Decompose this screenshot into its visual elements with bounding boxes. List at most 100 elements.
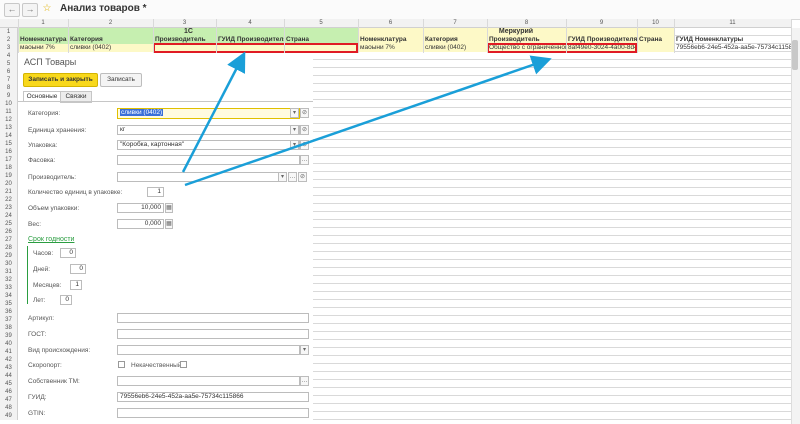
column-title[interactable]: ГУИД Производителя bbox=[568, 36, 637, 43]
volume-field[interactable]: 10,000 bbox=[117, 203, 164, 213]
unit-field[interactable]: кг bbox=[117, 125, 300, 135]
years-field[interactable]: 0 bbox=[60, 295, 72, 305]
row-header[interactable]: 28 bbox=[0, 244, 18, 252]
column-title[interactable]: Производитель bbox=[155, 36, 206, 43]
row-header[interactable]: 32 bbox=[0, 276, 18, 284]
qty-field[interactable]: 1 bbox=[147, 187, 164, 197]
row-header[interactable]: 42 bbox=[0, 356, 18, 364]
row-header[interactable]: 24 bbox=[0, 212, 18, 220]
column-title[interactable]: ГУИД Производителя bbox=[218, 36, 284, 43]
column-header[interactable]: 8 bbox=[487, 19, 566, 28]
scrollbar-thumb[interactable] bbox=[792, 40, 798, 70]
row-header[interactable]: 47 bbox=[0, 396, 18, 404]
producer-open-icon[interactable]: ⊘ bbox=[298, 172, 307, 182]
article-field[interactable] bbox=[117, 313, 309, 323]
guid-field[interactable]: 79556eb6-24e5-452a-aa5e-75734c115866 bbox=[117, 392, 309, 402]
row-header[interactable]: 30 bbox=[0, 260, 18, 268]
row-header[interactable]: 43 bbox=[0, 364, 18, 372]
row-header[interactable]: 3 bbox=[0, 44, 18, 52]
row-header[interactable]: 46 bbox=[0, 388, 18, 396]
data-cell[interactable]: маоыни 7% bbox=[360, 44, 395, 51]
gost-field[interactable] bbox=[117, 329, 309, 339]
column-title[interactable]: Номенклатура bbox=[360, 36, 407, 43]
row-header[interactable]: 2 bbox=[0, 36, 18, 44]
column-header[interactable]: 10 bbox=[637, 19, 674, 28]
column-header[interactable]: 1 bbox=[18, 19, 68, 28]
data-cell[interactable]: Общество с ограниченной bbox=[489, 44, 566, 51]
shelf-life-title[interactable]: Срок годности bbox=[28, 236, 75, 243]
producer-select-icon[interactable]: … bbox=[288, 172, 297, 182]
row-header[interactable]: 21 bbox=[0, 188, 18, 196]
category-open-icon[interactable]: ⊘ bbox=[300, 108, 309, 118]
category-dropdown-icon[interactable]: ▾ bbox=[290, 108, 299, 118]
column-title[interactable]: ГУИД Номенклатуры bbox=[676, 36, 744, 43]
row-header[interactable]: 17 bbox=[0, 156, 18, 164]
owner-field[interactable] bbox=[117, 376, 300, 386]
column-header[interactable]: 9 bbox=[566, 19, 637, 28]
row-header[interactable]: 6 bbox=[0, 68, 18, 76]
unit-dropdown-icon[interactable]: ▾ bbox=[290, 125, 299, 135]
data-cell[interactable]: 8af49e0-3024-4a00-8d4d bbox=[568, 44, 637, 51]
row-header[interactable]: 10 bbox=[0, 100, 18, 108]
low-quality-checkbox[interactable] bbox=[180, 361, 187, 368]
row-header[interactable]: 25 bbox=[0, 220, 18, 228]
column-title[interactable]: Номенклатура bbox=[20, 36, 67, 43]
row-header[interactable]: 9 bbox=[0, 92, 18, 100]
row-header[interactable]: 11 bbox=[0, 108, 18, 116]
unit-open-icon[interactable]: ⊘ bbox=[300, 125, 309, 135]
column-header[interactable]: 4 bbox=[216, 19, 284, 28]
days-field[interactable]: 0 bbox=[70, 264, 86, 274]
gtin-field[interactable] bbox=[117, 408, 309, 418]
row-header[interactable]: 16 bbox=[0, 148, 18, 156]
row-header[interactable]: 38 bbox=[0, 324, 18, 332]
row-header[interactable]: 48 bbox=[0, 404, 18, 412]
column-title[interactable]: Категория bbox=[425, 36, 458, 43]
weight-calculator-icon[interactable]: ▦ bbox=[165, 219, 173, 229]
row-header[interactable]: 7 bbox=[0, 76, 18, 84]
row-header[interactable]: 14 bbox=[0, 132, 18, 140]
row-header[interactable]: 23 bbox=[0, 204, 18, 212]
packing-select-icon[interactable]: … bbox=[300, 155, 309, 165]
weight-field[interactable]: 0,000 bbox=[117, 219, 164, 229]
column-header[interactable]: 7 bbox=[423, 19, 487, 28]
row-header[interactable]: 45 bbox=[0, 380, 18, 388]
row-header[interactable]: 33 bbox=[0, 284, 18, 292]
data-cell[interactable]: сливки (0402) bbox=[425, 44, 467, 51]
row-header[interactable]: 36 bbox=[0, 308, 18, 316]
row-header[interactable]: 8 bbox=[0, 84, 18, 92]
column-header[interactable]: 3 bbox=[153, 19, 216, 28]
hours-field[interactable]: 0 bbox=[60, 248, 76, 258]
vertical-scrollbar[interactable] bbox=[791, 28, 800, 424]
row-header[interactable]: 39 bbox=[0, 332, 18, 340]
grid-corner[interactable] bbox=[0, 19, 18, 28]
row-header[interactable]: 13 bbox=[0, 124, 18, 132]
months-field[interactable]: 1 bbox=[70, 280, 82, 290]
back-arrow-icon[interactable]: ← bbox=[4, 3, 20, 17]
row-header[interactable]: 40 bbox=[0, 340, 18, 348]
data-cell[interactable]: 79556eb6-24e5-452a-aa5e-75734c115866 bbox=[676, 44, 791, 51]
producer-dropdown-icon[interactable]: ▾ bbox=[278, 172, 287, 182]
row-header[interactable]: 31 bbox=[0, 268, 18, 276]
perishable-checkbox[interactable] bbox=[118, 361, 125, 368]
row-header[interactable]: 34 bbox=[0, 292, 18, 300]
data-cell[interactable]: маоыни 7% bbox=[20, 44, 55, 51]
owner-select-icon[interactable]: … bbox=[300, 376, 309, 386]
column-title[interactable]: Категория bbox=[70, 36, 103, 43]
row-header[interactable]: 20 bbox=[0, 180, 18, 188]
column-title[interactable]: Производитель bbox=[489, 36, 540, 43]
star-icon[interactable]: ☆ bbox=[42, 3, 52, 14]
volume-calculator-icon[interactable]: ▦ bbox=[165, 203, 173, 213]
column-title[interactable]: Страна bbox=[286, 36, 310, 43]
row-header[interactable]: 5 bbox=[0, 60, 18, 68]
row-header[interactable]: 12 bbox=[0, 116, 18, 124]
row-header[interactable]: 1 bbox=[0, 28, 18, 36]
row-header[interactable]: 4 bbox=[0, 52, 18, 60]
column-header[interactable]: 6 bbox=[358, 19, 423, 28]
column-header[interactable]: 2 bbox=[68, 19, 153, 28]
row-header[interactable]: 37 bbox=[0, 316, 18, 324]
row-header[interactable]: 44 bbox=[0, 372, 18, 380]
row-header[interactable]: 41 bbox=[0, 348, 18, 356]
save-and-close-button[interactable]: Записать и закрыть bbox=[23, 73, 98, 87]
column-header[interactable]: 5 bbox=[284, 19, 358, 28]
data-cell[interactable]: сливки (0402) bbox=[70, 44, 112, 51]
